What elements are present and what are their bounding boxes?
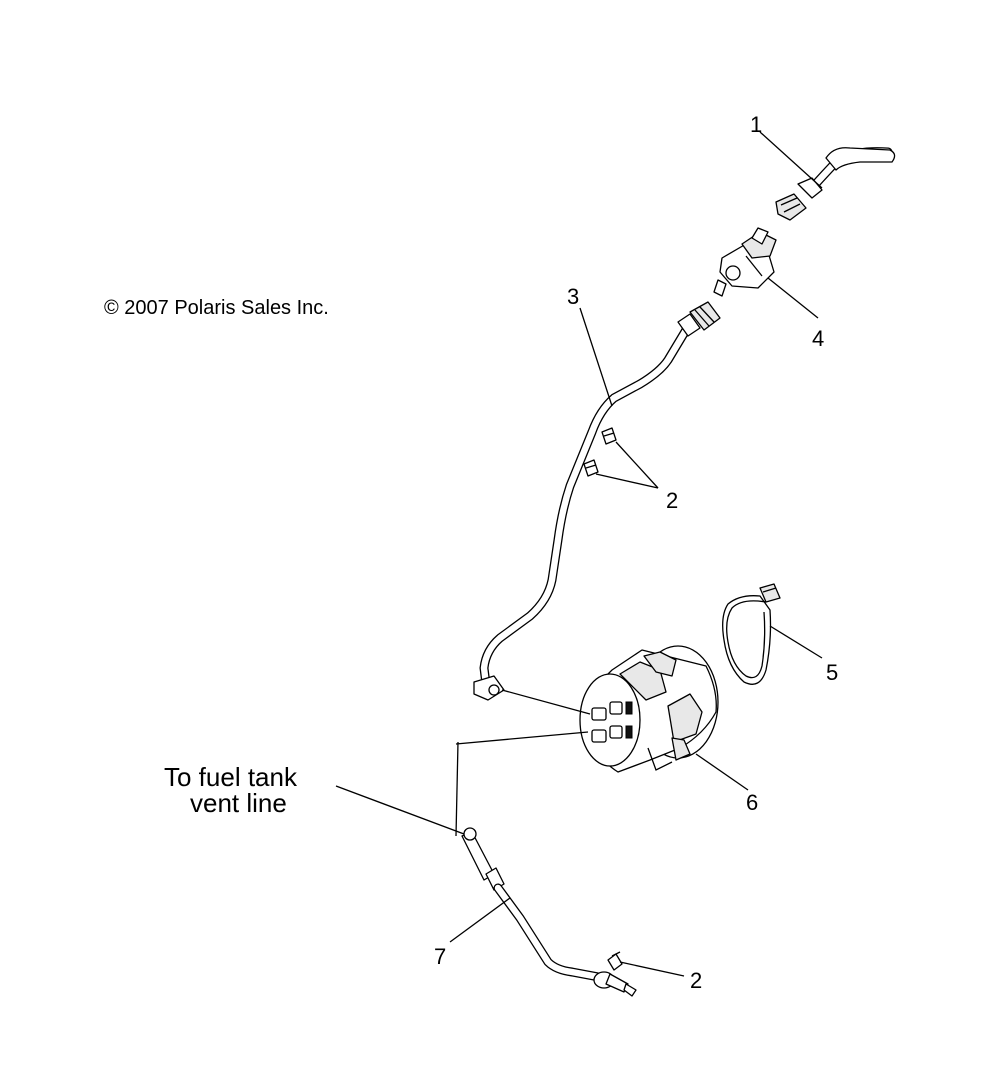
callout-2-upper: 2 [666,488,678,513]
note-line-2: vent line [190,788,287,818]
callout-5: 5 [826,660,838,685]
leader-lines [335,131,823,977]
note-line-1: To fuel tank [164,762,298,792]
part-4-rollover-valve [713,227,777,297]
part-3-vent-hose [473,301,721,701]
callout-2-lower: 2 [690,968,702,993]
part-5-strap [722,583,781,685]
callout-4: 4 [812,326,824,351]
callout-6: 6 [746,790,758,815]
callout-7: 7 [434,944,446,969]
copyright-text: © 2007 Polaris Sales Inc. [104,297,329,319]
part-1-vent-hose [775,147,896,221]
part-2-clamps-upper [583,427,617,477]
callout-3: 3 [567,284,579,309]
part-2-clamp-lower [607,951,623,971]
callout-1: 1 [750,112,762,137]
part-7-vent-hose [461,827,637,997]
part-6-canister [579,645,719,773]
